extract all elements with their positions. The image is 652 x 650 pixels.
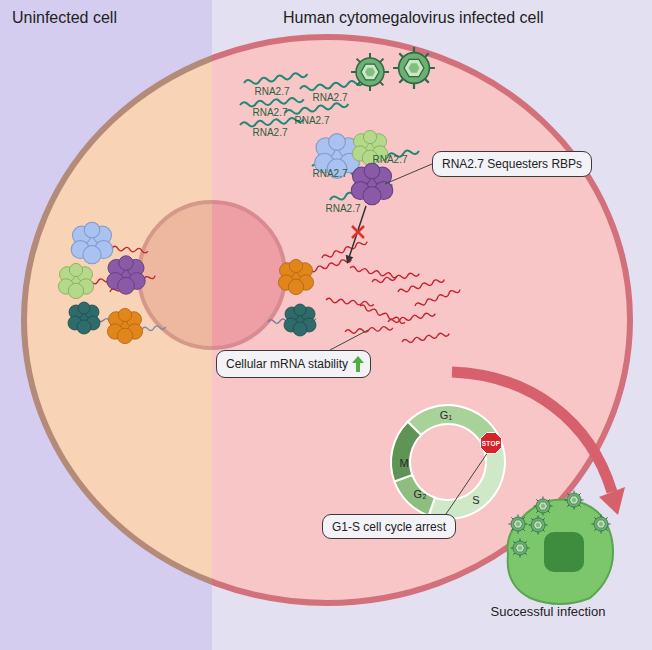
rna-label: RNA2.7 [325,203,360,214]
phase-label: S [472,494,479,506]
mrna [321,240,367,260]
virus [534,497,553,516]
rna27-strand [240,117,304,128]
rna27-strand [285,102,349,116]
stop-sign: STOP [480,432,502,454]
m-phase [391,422,421,482]
callout-text: G1-S cell cycle arrest [332,520,446,534]
mrna [326,298,374,306]
rbp-protein [68,302,100,334]
nucleus [212,202,285,348]
leader-line [385,164,432,184]
rna-label: RNA2.7 [252,127,287,138]
mrna [388,312,436,324]
leader-line [330,330,368,350]
rna27-strand [240,97,304,108]
mrna [350,266,398,278]
nucleus [139,202,212,348]
infected-nucleus [544,532,584,572]
rbp-protein [284,304,316,336]
callout-box: G1-S cell cycle arrest [322,514,456,539]
rna-label: RNA2.7 [312,92,347,103]
callout-box: Cellular mRNA stability [216,350,371,378]
g1-phase [408,405,500,446]
cell-body [24,37,212,603]
arrow-shape [352,356,364,372]
mrna [345,326,393,334]
phase-label: G₁ [440,409,452,421]
rbp-protein [71,222,113,264]
mrna [372,272,420,284]
rbp-protein [351,163,393,205]
virus [393,47,435,89]
virus [509,515,528,534]
callout-text: Cellular mRNA stability [226,357,348,371]
right-mrnas [268,240,461,344]
rna-label: RNA2.7 [372,154,407,165]
left-proteins [58,222,145,343]
cell-body [212,37,630,603]
rna-label: RNA2.7 [252,107,287,118]
virus [565,491,584,510]
mrna [402,332,450,344]
g2-phase [394,475,435,516]
uninfected-cell-half [24,37,212,603]
virus [351,53,389,91]
rbp-protein [107,256,145,294]
panel-band: Human cytomegalovirus infected cellRNA2.… [212,0,652,650]
octagon-shape [481,433,502,454]
arrow-head [599,487,625,515]
panel-heading: Human cytomegalovirus infected cell [283,9,544,27]
right-proteins [278,259,316,336]
panel-heading: Uninfected cell [12,9,117,27]
rbp-protein [278,259,313,294]
rna27-strands [240,72,420,203]
rna-label: RNA2.7 [294,115,329,126]
rna27-strand [244,72,308,86]
outcome-label: Successful infection [491,604,606,619]
rbp-protein [107,308,142,343]
callout-box: RNA2.7 Sequesters RBPs [432,151,592,177]
virus [592,515,611,534]
callout-text: RNA2.7 Sequesters RBPs [442,157,582,171]
rna27-strand [300,80,364,92]
phase-label: G₂ [414,488,427,500]
rbp-protein [58,263,93,298]
phase-label: M [399,457,408,469]
panel-band: Uninfected cell [0,0,212,650]
infected-cell [508,499,614,604]
mrna [397,278,444,294]
rna-label: RNA2.7 [254,86,289,97]
mrna [414,288,460,308]
cell-cycle-ring [391,405,505,519]
increase-arrow [352,356,364,372]
infected-cell-half [212,37,630,603]
virus [529,516,548,535]
leader-line [446,452,488,514]
virus [511,539,530,558]
rna-label: RNA2.7 [312,168,347,179]
block-cross [352,226,364,238]
inhibited-arrow [350,206,367,256]
stop-text: STOP [482,440,500,447]
arrow-head [346,255,354,264]
